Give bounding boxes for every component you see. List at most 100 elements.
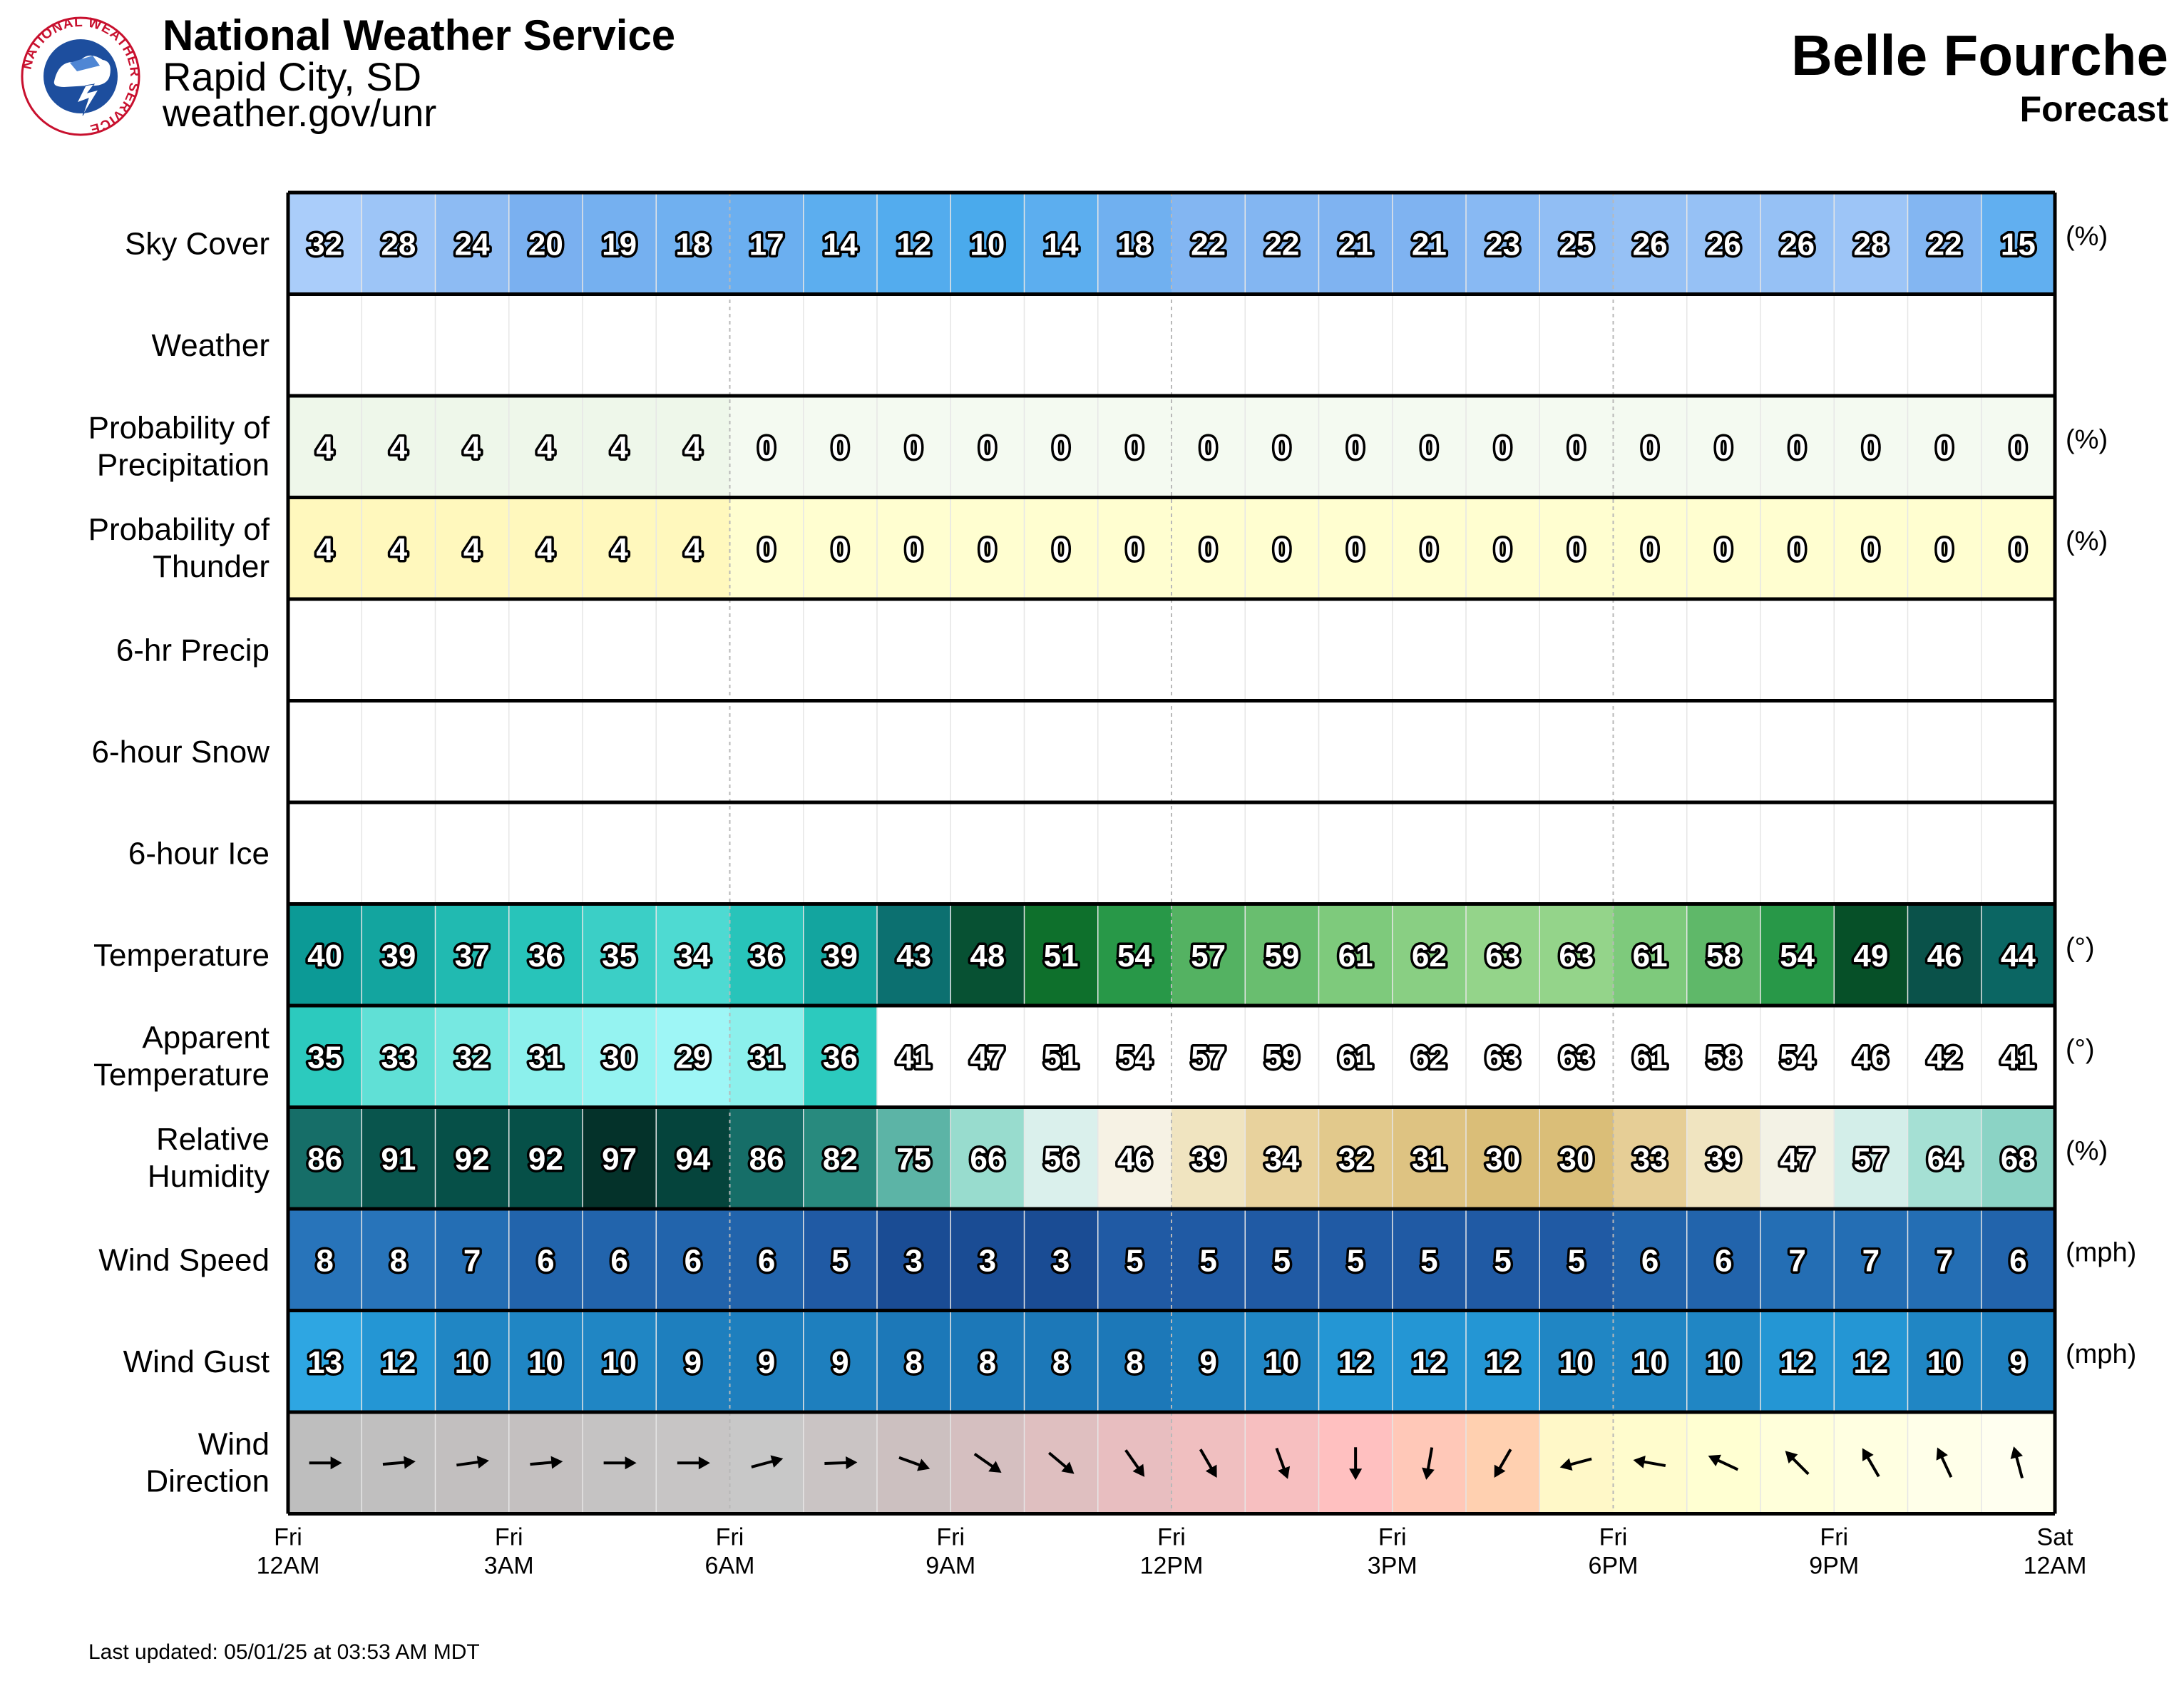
org-name: National Weather Service [163,11,676,59]
wind-arrow-icon [1047,1451,1075,1474]
wind-arrow-icon [382,1456,416,1469]
cell-bg [877,1310,951,1412]
cell-value: 22 [1191,227,1226,262]
cell-bg [1760,396,1835,498]
cell-value: 0 [1052,430,1070,465]
cell-value: 22 [1264,227,1299,262]
cell-value: 5 [1568,1243,1585,1278]
cell-bg [583,193,657,295]
cell-bg [435,1107,510,1209]
cell-value: 39 [823,939,858,974]
cell-bg [1760,193,1835,295]
wind-arrow-icon [1633,1455,1666,1468]
cell-value: 10 [970,227,1005,262]
cell-bg [1318,193,1393,295]
cell-bg [1245,497,1320,599]
cell-value: 46 [1927,939,1962,974]
cell-value: 20 [528,227,563,262]
cell-value: 0 [1788,430,1805,465]
cell-value: 13 [307,1345,342,1380]
cell-bg [803,1310,878,1412]
cell-bg [1981,1006,2056,1108]
row-label: 6-hr Precip [116,633,270,668]
row-label: Wind [198,1426,270,1461]
cell-bg [362,193,436,295]
cell-value: 42 [1927,1040,1962,1075]
row-label: Precipitation [97,447,270,482]
wind-arrow-icon [1494,1448,1512,1478]
cell-bg [1539,1006,1614,1108]
cell-bg [1318,1310,1393,1412]
x-tick-time: 9AM [926,1553,975,1580]
cell-value: 35 [307,1040,342,1075]
cell-bg [288,497,362,599]
cell-value: 7 [463,1243,481,1278]
cell-bg [288,193,362,295]
cell-bg [1539,193,1614,295]
wind-arrow-icon [456,1456,489,1469]
cell-value: 21 [1338,227,1373,262]
cell-bg [1834,193,1909,295]
wind-arrow-icon [824,1456,858,1469]
cell-value: 8 [905,1345,922,1380]
cell-value: 0 [1568,532,1585,567]
cell-bg [656,497,731,599]
cell-bg [877,904,951,1006]
cell-value: 0 [1420,532,1437,567]
cell-value: 0 [979,430,996,465]
cell-bg [1686,396,1761,498]
cell-value: 92 [455,1142,490,1177]
cell-value: 58 [1706,939,1741,974]
cell-value: 4 [610,532,628,567]
cell-bg [950,193,1025,295]
cell-value: 57 [1191,1040,1226,1075]
row-label: Apparent [142,1020,270,1055]
website-link[interactable]: weather.gov/unr [163,92,437,135]
cell-value: 0 [831,430,849,465]
cell-value: 4 [316,430,334,465]
cell-bg [1834,904,1909,1006]
cell-value: 0 [758,532,775,567]
cell-bg [435,1310,510,1412]
cell-value: 14 [823,227,858,262]
cell-bg [1686,1310,1761,1412]
cell-bg [288,1310,362,1412]
cell-value: 46 [1117,1142,1152,1177]
cell-bg [1760,904,1835,1006]
cell-bg [288,396,362,498]
cell-bg [1539,396,1614,498]
cell-value: 0 [1494,430,1511,465]
cell-bg [1907,497,1982,599]
wind-arrow-icon [898,1456,930,1471]
cell-value: 61 [1338,1040,1373,1075]
cell-value: 4 [390,430,408,465]
cell-value: 3 [1052,1243,1070,1278]
cell-bg [1834,1006,1909,1108]
cell-bg [1024,193,1099,295]
cell-bg [1097,904,1172,1006]
cell-bg [1686,497,1761,599]
cell-value: 34 [1264,1142,1299,1177]
cell-bg [1097,1209,1172,1311]
cell-value: 25 [1559,227,1594,262]
cell-value: 10 [1927,1345,1962,1380]
wind-arrow-icon [309,1456,342,1470]
cell-value: 0 [1494,532,1511,567]
row-label: Probability of [88,512,270,547]
cell-value: 32 [307,227,342,262]
row-label: Temperature [93,938,270,973]
cell-bg [1907,1006,1982,1108]
cell-bg [1834,396,1909,498]
cell-value: 0 [1788,532,1805,567]
cell-value: 41 [896,1040,931,1075]
cell-value: 49 [1853,939,1888,974]
cell-bg [1024,396,1099,498]
cell-bg [1245,1107,1320,1209]
cell-value: 56 [1044,1142,1079,1177]
cell-value: 39 [381,939,416,974]
cell-bg [1245,904,1320,1006]
cell-bg [1834,1107,1909,1209]
cell-value: 6 [1641,1243,1658,1278]
cell-value: 9 [2009,1345,2026,1380]
